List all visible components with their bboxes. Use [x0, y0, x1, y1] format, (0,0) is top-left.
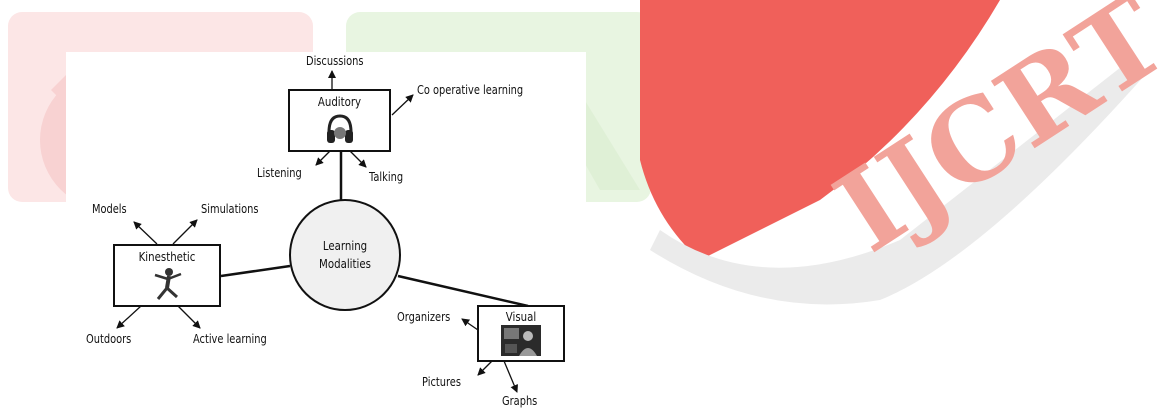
arrow-talking [349, 150, 367, 168]
arrow-pictures [477, 360, 493, 376]
connector-kinesthetic [220, 264, 291, 278]
arrow-models [133, 221, 158, 245]
arrow-simulations [172, 219, 198, 245]
label-models: Models [92, 202, 127, 216]
auditory-node: Auditory [288, 89, 391, 152]
watermark-swoosh [650, 60, 1145, 305]
label-outdoors: Outdoors [86, 332, 132, 346]
connector-visual [397, 274, 529, 308]
kinesthetic-node: Kinesthetic [113, 244, 221, 307]
learning-modalities-node: Learning Modalities [289, 199, 401, 311]
label-organizers: Organizers [397, 310, 451, 324]
kinesthetic-title: Kinesthetic [138, 250, 196, 264]
label-active-learning: Active learning [193, 332, 267, 346]
label-discussions: Discussions [306, 54, 364, 68]
arrow-organizers [461, 318, 479, 331]
center-label-line2: Modalities [319, 257, 371, 271]
headphones-icon [327, 114, 353, 143]
auditory-title: Auditory [317, 95, 362, 109]
arrow-listening [315, 150, 331, 166]
visual-title: Visual [505, 310, 537, 324]
label-graphs: Graphs [502, 394, 538, 408]
classroom-photo-icon [501, 325, 541, 356]
jumping-person-icon [154, 268, 182, 300]
arrow-outdoors [116, 305, 142, 329]
label-talking: Talking [369, 170, 404, 184]
arrow-active-learning [177, 305, 201, 329]
watermark-red-shape [640, 0, 1000, 260]
label-cooperative-learning: Co operative learning [417, 83, 524, 97]
arrow-cooperative [391, 94, 414, 116]
arrow-graphs [503, 360, 518, 393]
visual-node: Visual [477, 305, 565, 362]
label-simulations: Simulations [201, 202, 259, 216]
center-label-line1: Learning [322, 239, 368, 253]
label-listening: Listening [257, 166, 302, 180]
label-pictures: Pictures [422, 375, 461, 389]
